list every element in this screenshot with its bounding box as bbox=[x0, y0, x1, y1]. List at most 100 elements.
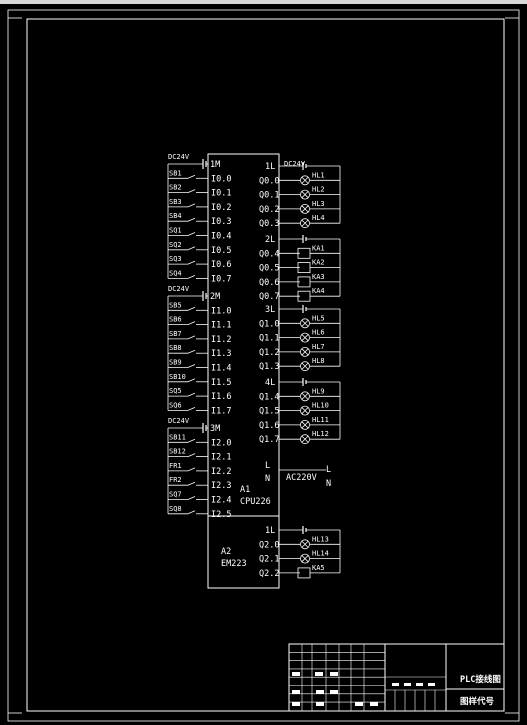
power-pin-n: N bbox=[265, 474, 270, 484]
supply-n: N bbox=[326, 479, 331, 489]
contact-blade bbox=[187, 467, 196, 472]
output-load: KA5 bbox=[312, 564, 325, 572]
title-glyph bbox=[316, 690, 324, 694]
input-pin: I0.0 bbox=[211, 174, 231, 184]
lamp-icon bbox=[300, 203, 310, 214]
input-pin: I1.2 bbox=[211, 335, 231, 345]
contact-blade bbox=[187, 189, 196, 193]
lamp-cross bbox=[301, 219, 309, 227]
output-pin: Q0.4 bbox=[259, 249, 279, 259]
input-device: SQ6 bbox=[169, 401, 182, 409]
input-device: SQ2 bbox=[169, 241, 182, 249]
output-pin: Q0.7 bbox=[259, 292, 279, 302]
window-top-bar bbox=[0, 0, 527, 4]
input-device: SQ7 bbox=[169, 491, 182, 499]
lamp-icon bbox=[300, 419, 310, 430]
title-glyph bbox=[292, 672, 300, 676]
title-glyph bbox=[292, 702, 300, 706]
contact-blade bbox=[187, 321, 196, 325]
output-common-pin: 1L bbox=[265, 162, 275, 172]
output-load: HL2 bbox=[312, 186, 325, 194]
output-pin: Q0.1 bbox=[259, 191, 279, 201]
output-load: HL4 bbox=[312, 214, 325, 222]
title-glyph bbox=[292, 690, 300, 694]
title-glyph bbox=[392, 683, 399, 686]
input-pin: I2.2 bbox=[211, 467, 231, 477]
expansion-box bbox=[207, 515, 280, 589]
output-pin: Q2.1 bbox=[259, 555, 279, 565]
contact-blade bbox=[187, 349, 196, 354]
lamp-cross bbox=[301, 176, 309, 184]
output-load: HL14 bbox=[312, 550, 329, 558]
output-pin: Q1.4 bbox=[259, 392, 279, 402]
lamp-cross bbox=[301, 421, 309, 429]
contact-blade bbox=[187, 453, 196, 457]
input-pin: I1.1 bbox=[211, 321, 231, 331]
input-device: SB3 bbox=[169, 198, 182, 206]
output-pin: Q1.6 bbox=[259, 421, 279, 431]
contact-blade bbox=[187, 275, 196, 279]
title-glyph bbox=[404, 683, 411, 686]
lamp-icon bbox=[300, 175, 310, 186]
input-device: SB7 bbox=[169, 330, 182, 338]
title-glyph bbox=[330, 690, 338, 694]
lamp-icon bbox=[300, 539, 310, 550]
input-pin: I0.4 bbox=[211, 232, 231, 242]
contact-blade bbox=[187, 203, 196, 208]
title-glyph bbox=[355, 702, 363, 706]
common-pin: 1M bbox=[210, 160, 220, 170]
drawing-title: PLC接线图 bbox=[460, 674, 501, 685]
input-pin: I2.0 bbox=[211, 438, 231, 448]
output-load: HL6 bbox=[312, 329, 325, 337]
cpu-model: CPU226 bbox=[240, 497, 271, 507]
output-load: KA1 bbox=[312, 244, 325, 252]
cpu-ref: A1 bbox=[240, 485, 250, 495]
output-common-pin: 4L bbox=[265, 378, 275, 388]
common-pin: 3M bbox=[210, 424, 220, 434]
input-pin: I1.3 bbox=[211, 349, 231, 359]
input-device: SB12 bbox=[169, 448, 186, 456]
lamp-cross bbox=[301, 407, 309, 415]
input-device: SQ8 bbox=[169, 505, 182, 513]
contact-blade bbox=[187, 438, 196, 443]
supply-label: DC24V bbox=[168, 417, 190, 425]
input-device: SB11 bbox=[169, 433, 186, 441]
input-pin: I2.4 bbox=[211, 496, 231, 506]
input-device: SB8 bbox=[169, 344, 182, 352]
output-pin: Q0.2 bbox=[259, 205, 279, 215]
input-pin: I2.1 bbox=[211, 453, 231, 463]
lamp-cross bbox=[301, 435, 309, 443]
input-device: SB5 bbox=[169, 301, 182, 309]
power-supply-label: AC220V bbox=[286, 473, 317, 483]
input-pin: I1.5 bbox=[211, 378, 231, 388]
output-pin: Q0.3 bbox=[259, 219, 279, 229]
output-load: HL9 bbox=[312, 387, 325, 395]
input-device: SQ4 bbox=[169, 269, 182, 277]
supply-l: L bbox=[326, 465, 331, 475]
lamp-icon bbox=[300, 218, 310, 229]
contact-blade bbox=[187, 481, 196, 486]
input-pin: I0.2 bbox=[211, 203, 231, 213]
title-glyph bbox=[330, 672, 338, 676]
output-load: HL8 bbox=[312, 357, 325, 365]
lamp-icon bbox=[300, 318, 310, 329]
lamp-cross bbox=[301, 362, 309, 370]
contact-blade bbox=[187, 407, 196, 411]
output-load: HL7 bbox=[312, 343, 325, 351]
lamp-icon bbox=[300, 553, 310, 564]
lamp-cross bbox=[301, 392, 309, 400]
common-pin: 2M bbox=[210, 292, 220, 302]
output-load: HL13 bbox=[312, 535, 329, 543]
expansion-model: EM223 bbox=[221, 559, 247, 569]
output-load: HL5 bbox=[312, 314, 325, 322]
output-common-pin: 3L bbox=[265, 305, 275, 315]
input-device: SB9 bbox=[169, 359, 182, 367]
contact-blade bbox=[187, 364, 196, 368]
output-supply-label: DC24V bbox=[284, 160, 306, 168]
expansion-ref: A2 bbox=[221, 547, 231, 557]
lamp-cross bbox=[301, 555, 309, 563]
input-device: SB1 bbox=[169, 169, 182, 177]
